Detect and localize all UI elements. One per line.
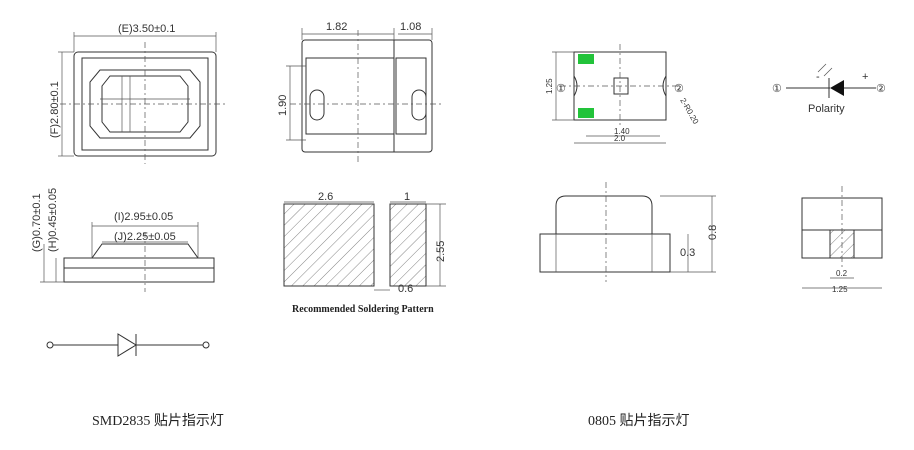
smd2835-side-view (40, 222, 215, 292)
led0805-end-view (801, 186, 883, 289)
led0805-side-view (539, 182, 716, 282)
dim-solder-d: 0.6 (398, 283, 413, 295)
dim-pad-h: 1.90 (277, 95, 289, 116)
dim-i: (I)2.95±0.05 (114, 211, 173, 223)
led0805-top-view (552, 44, 680, 144)
polarity-symbol (786, 63, 876, 98)
dim-solder-a: 2.6 (318, 191, 333, 203)
dim-0805-side-h1: 0.8 (707, 225, 719, 240)
dim-solder-b: 1 (404, 191, 410, 203)
polarity-label: Polarity (808, 103, 845, 115)
polarity-minus: - (816, 71, 820, 83)
dim-solder-c: 2.55 (435, 241, 447, 262)
dim-pad-w1: 1.82 (326, 21, 347, 33)
caption-0805: 0805 贴片指示灯 (588, 414, 690, 429)
smd2835-pad-view (286, 28, 444, 162)
dim-j: (J)2.25±0.05 (114, 231, 176, 243)
pad-green-top (578, 54, 594, 64)
caption-smd2835: SMD2835 贴片指示灯 (92, 414, 224, 429)
diode-symbol (46, 333, 210, 357)
pad-green-bottom (578, 108, 594, 118)
dim-0805-r: 2-R0.20 (678, 97, 700, 127)
dim-0805-h: 1.25 (545, 78, 554, 94)
dim-0805-end-a: 0.2 (836, 269, 848, 278)
polarity-pin2: ② (876, 83, 886, 95)
polarity-pin1: ① (772, 83, 782, 95)
dim-0805-w2: 2.0 (614, 134, 626, 143)
dim-0805-side-h2: 0.3 (680, 247, 695, 259)
dim-0805-w1: 1.40 (614, 127, 630, 136)
smd2835-top-view (58, 32, 228, 164)
dim-h: (H)0.45±0.05 (47, 188, 59, 252)
top-pin1: ① (556, 83, 566, 95)
dim-0805-end-b: 1.25 (832, 285, 848, 294)
dim-e: (E)3.50±0.1 (118, 23, 175, 35)
top-pin2: ② (674, 83, 684, 95)
soldering-pattern (283, 201, 446, 291)
dim-pad-w2: 1.08 (400, 21, 421, 33)
polarity-plus: + (862, 71, 868, 83)
dim-g: (G)0.70±0.1 (31, 193, 43, 252)
dim-f: (F)2.80±0.1 (49, 81, 61, 138)
solder-title: Recommended Soldering Pattern (292, 304, 434, 315)
